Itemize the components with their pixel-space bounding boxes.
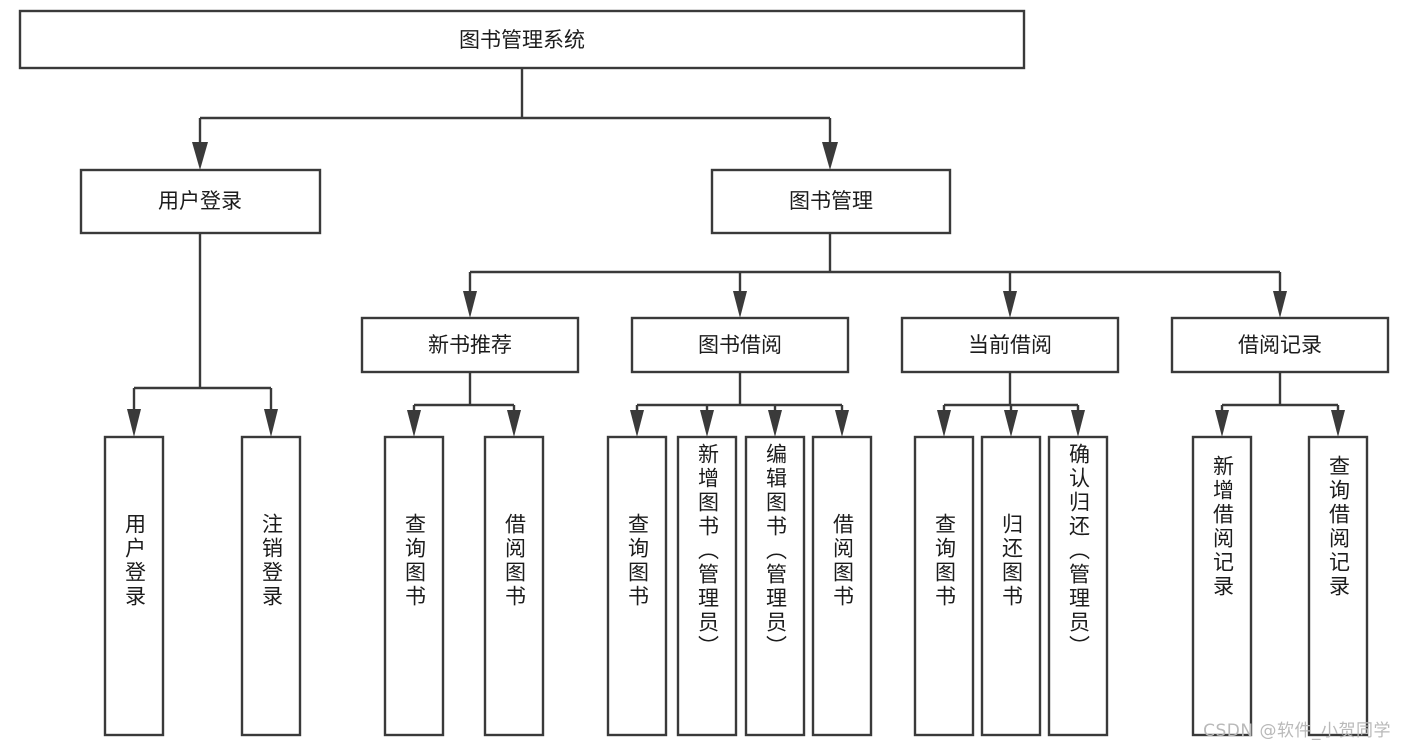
node-box-book-borrow[interactable] [630, 316, 850, 374]
leaf-box-query-book-1[interactable] [383, 435, 445, 737]
leaf-box-borrow-book-2[interactable] [811, 435, 873, 737]
arrow-head-borrow-record [1273, 291, 1287, 318]
arrow-head-leaf-add-book [700, 410, 714, 437]
edge-group-book-borrow-to-leaves [630, 372, 849, 437]
leaf-box-query-record[interactable] [1307, 435, 1369, 737]
edge-group-root-to-level1 [192, 68, 838, 170]
leaf-box-return-book[interactable] [980, 435, 1042, 737]
node-label-current-borrow: 当前借阅 [968, 333, 1052, 357]
edge-group-user-login-to-leaves [127, 233, 278, 437]
edge-group-new-book-recommend-to-leaves [407, 372, 521, 437]
node-root[interactable]: 图书管理系统 [18, 9, 1026, 70]
node-box-user-login[interactable] [79, 168, 322, 235]
leaf-group-current-borrow [913, 435, 1109, 737]
node-label-root: 图书管理系统 [459, 28, 585, 52]
node-box-borrow-record[interactable] [1170, 316, 1390, 374]
arrow-head-leaf-add-record [1215, 410, 1229, 437]
node-book-borrow[interactable]: 图书借阅 [630, 316, 850, 374]
edge-group-book-manage-to-level2 [463, 233, 1287, 318]
leaf-box-confirm-return[interactable] [1047, 435, 1109, 737]
arrow-head-leaf-user-login [127, 409, 141, 437]
node-label-book-borrow: 图书借阅 [698, 333, 782, 357]
node-box-new-book-recommend[interactable] [360, 316, 580, 374]
leaf-group-new-book-recommend [383, 435, 545, 737]
node-label-new-book-recommend: 新书推荐 [428, 333, 512, 357]
arrow-head-leaf-query-book-2 [630, 410, 644, 437]
node-current-borrow[interactable]: 当前借阅 [900, 316, 1120, 374]
node-box-root[interactable] [18, 9, 1026, 70]
node-box-current-borrow[interactable] [900, 316, 1120, 374]
edge-group-current-borrow-to-leaves [937, 372, 1085, 437]
node-new-book-recommend[interactable]: 新书推荐 [360, 316, 580, 374]
node-label-borrow-record: 借阅记录 [1238, 333, 1322, 357]
leaf-group-user-login [103, 435, 302, 737]
leaf-box-query-book-2[interactable] [606, 435, 668, 737]
leaf-box-query-book-3[interactable] [913, 435, 975, 737]
node-borrow-record[interactable]: 借阅记录 [1170, 316, 1390, 374]
leaf-group-borrow-record [1191, 435, 1369, 737]
node-user-login[interactable]: 用户登录 [79, 168, 322, 235]
arrow-head-leaf-borrow-book-1 [507, 410, 521, 437]
arrow-head-leaf-confirm-return [1071, 410, 1085, 437]
node-label-user-login: 用户登录 [158, 189, 242, 213]
arrow-head-leaf-query-book-3 [937, 410, 951, 437]
arrow-head-book-borrow [733, 291, 747, 318]
arrow-head-leaf-borrow-book-2 [835, 410, 849, 437]
leaf-box-logout[interactable] [240, 435, 302, 737]
leaf-group-book-borrow [606, 435, 873, 737]
arrow-head-user-login [192, 142, 208, 170]
arrow-head-current-borrow [1003, 291, 1017, 318]
arrow-head-leaf-query-record [1331, 410, 1345, 437]
arrow-head-new-book-recommend [463, 291, 477, 318]
arrow-head-leaf-logout [264, 409, 278, 437]
arrow-head-leaf-edit-book [768, 410, 782, 437]
node-label-book-manage: 图书管理 [789, 189, 873, 213]
node-box-book-manage[interactable] [710, 168, 952, 235]
leaf-box-add-record[interactable] [1191, 435, 1253, 737]
arrow-head-book-manage [822, 142, 838, 170]
edge-group-borrow-record-to-leaves [1215, 372, 1345, 437]
leaf-box-add-book[interactable] [676, 435, 738, 737]
node-book-manage[interactable]: 图书管理 [710, 168, 952, 235]
leaf-box-borrow-book-1[interactable] [483, 435, 545, 737]
arrow-head-leaf-query-book-1 [407, 410, 421, 437]
watermark-text: CSDN @软件_小贺同学 [1203, 721, 1391, 741]
leaf-box-user-login[interactable] [103, 435, 165, 737]
leaf-box-edit-book[interactable] [744, 435, 806, 737]
arrow-head-leaf-return-book [1004, 410, 1018, 437]
